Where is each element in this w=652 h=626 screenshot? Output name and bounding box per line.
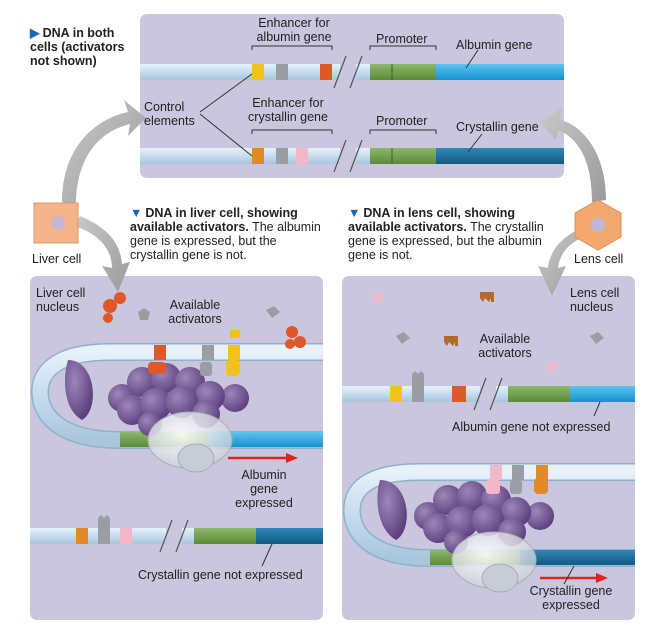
- lens-nucleus-label: Lens cell nucleus: [570, 286, 620, 314]
- curved-arrow-left-up: [62, 100, 146, 206]
- promoter-label-1: Promoter: [376, 32, 428, 46]
- liver-not-expressed-label: Crystallin gene not expressed: [138, 568, 303, 582]
- lens-not-expressed-label: Albumin gene not expressed: [452, 420, 611, 434]
- control-elements-pointer-2: [199, 113, 253, 157]
- promoter-label-2: Promoter: [376, 114, 428, 128]
- liver-heading: ▼DNA in liver cell, showing available ac…: [130, 206, 326, 262]
- lens-expressed-label: Crystallin gene expressed: [529, 584, 613, 612]
- lens-activators-label: Available activators: [478, 332, 532, 360]
- lens-heading: ▼DNA in lens cell, showing available act…: [348, 206, 544, 262]
- lens-albumin-dna: [342, 371, 635, 417]
- triangle-down-icon: ▼: [348, 206, 361, 220]
- albumin-gene-label: Albumin gene: [456, 38, 533, 52]
- liver-cell-nucleus-dot: [51, 216, 65, 230]
- lens-expression-arrowhead: [596, 573, 608, 583]
- lens-cell-label: Lens cell: [574, 252, 624, 266]
- enhancer-albumin-label: Enhancer for albumin gene: [256, 16, 332, 44]
- lens-heading-rest: The crystallin gene is expressed, but th…: [348, 220, 544, 262]
- top-heading-text: DNA in both cells (activators not shown): [30, 26, 125, 68]
- lens-crystallin-pointer: [563, 565, 575, 585]
- albumin-gene-pointer: [465, 49, 479, 69]
- liver-transcription-complex: [64, 360, 249, 473]
- liver-crystallin-dna: [30, 515, 323, 567]
- control-elements-pointer-1: [199, 73, 253, 113]
- promoter-bracket-1: [369, 45, 437, 50]
- curved-arrow-lens-down: [538, 224, 598, 296]
- lens-heading-bold: DNA in lens cell, showing available acti…: [348, 206, 516, 234]
- liver-activators-label: Available activators: [168, 298, 222, 326]
- lens-transcription-complex: [377, 478, 554, 593]
- enhancer-albumin-bracket: [251, 45, 333, 50]
- curved-arrow-liver-down: [74, 216, 130, 292]
- lens-free-activators: [372, 292, 604, 372]
- triangle-down-icon: ▼: [130, 206, 143, 220]
- top-crystallin-dna: [140, 139, 564, 173]
- liver-nucleus-label: Liver cell nucleus: [36, 286, 86, 314]
- liver-expression-arrowhead: [286, 453, 298, 463]
- top-albumin-dna: [140, 55, 564, 89]
- lens-cell-nucleus-dot: [591, 218, 605, 232]
- control-elements-label: Control elements: [144, 100, 195, 128]
- crystallin-gene-label: Crystallin gene: [456, 120, 539, 134]
- liver-expressed-label: Albumin gene expressed: [235, 468, 293, 510]
- lens-panel: [342, 276, 635, 620]
- top-heading: ▶DNA in both cells (activators not shown…: [30, 26, 136, 68]
- liver-free-activators: [103, 292, 306, 349]
- promoter-bracket-2: [369, 129, 437, 134]
- enhancer-crystallin-bracket: [251, 129, 333, 134]
- enhancer-crystallin-label: Enhancer for crystallin gene: [248, 96, 328, 124]
- liver-heading-bold: DNA in liver cell, showing available act…: [130, 206, 298, 234]
- liver-heading-rest: The albumin gene is expressed, but the c…: [130, 220, 321, 262]
- crystallin-gene-pointer: [467, 133, 483, 153]
- liver-cell-shape: [33, 202, 79, 244]
- top-panel: [140, 14, 564, 178]
- curved-arrow-right-up: [540, 108, 606, 202]
- liver-looped-dna: [30, 343, 323, 449]
- liver-cell-label: Liver cell: [32, 252, 82, 266]
- triangle-bullet-icon: ▶: [30, 26, 40, 40]
